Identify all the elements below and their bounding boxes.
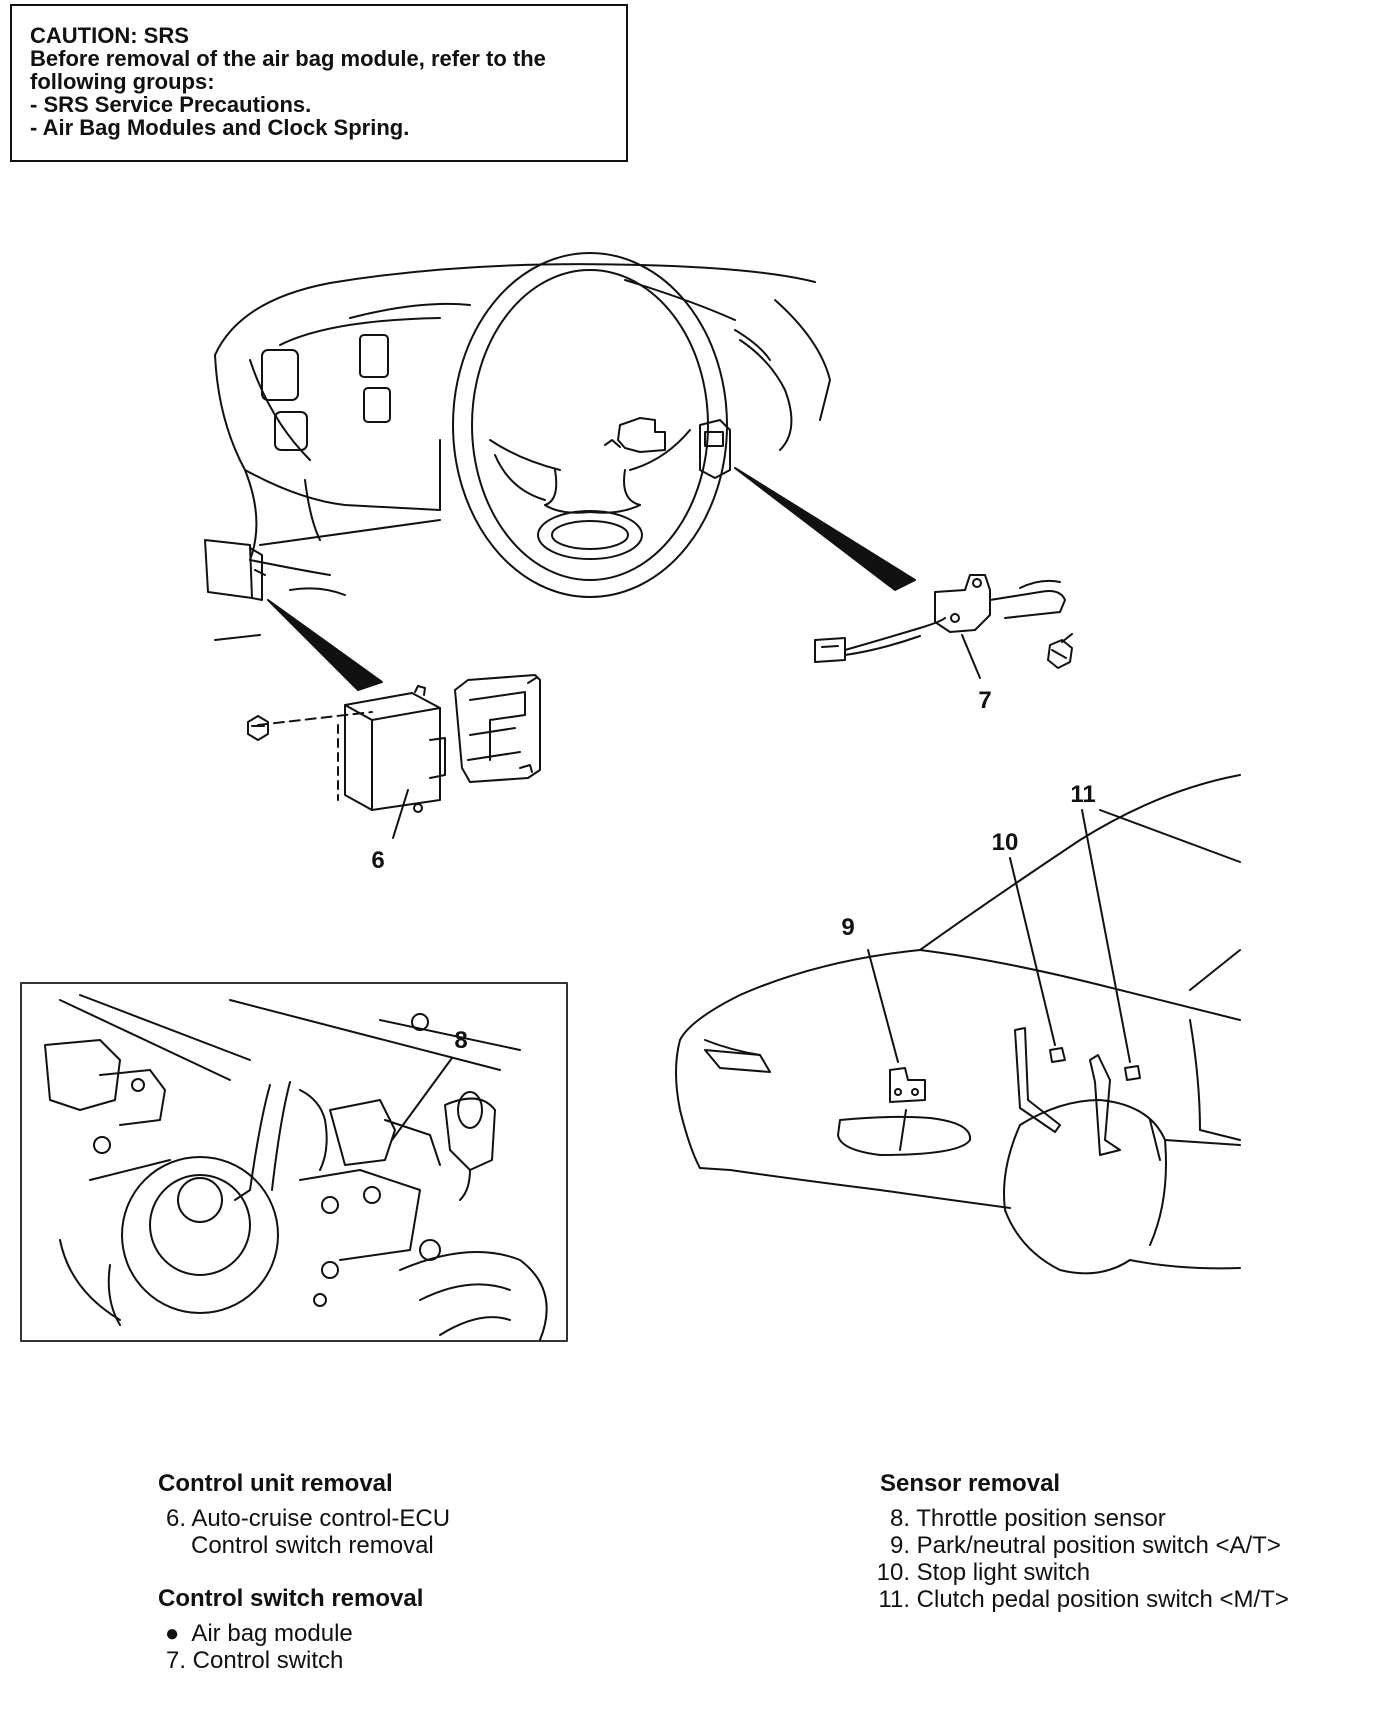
legend-item-9-text: Park/neutral position switch <A/T> [916, 1532, 1281, 1559]
caution-line-4: - Air Bag Modules and Clock Spring. [30, 115, 410, 140]
callout-6: 6 [371, 847, 384, 874]
car-front-illustration [675, 774, 1241, 1275]
legend-item-7-number: 7. [165, 1647, 186, 1674]
engine-bay-illustration [20, 982, 568, 1342]
caution-line-3: - SRS Service Precautions. [30, 92, 312, 117]
legend-bullet-item: ● Air bag module [158, 1620, 450, 1647]
legend-item-9: 9. Park/neutral position switch <A/T> [870, 1532, 1289, 1559]
callout-9: 9 [841, 914, 854, 941]
legend-item-6-text: Auto-cruise control-ECU [191, 1505, 451, 1532]
legend-item-10: 10. Stop light switch [870, 1559, 1289, 1586]
bullet-icon: ● [164, 1620, 186, 1647]
caution-box: CAUTION: SRS Before removal of the air b… [10, 4, 628, 162]
control-switch-illustration [814, 574, 1073, 679]
dashboard-illustration [204, 263, 831, 641]
legend-item-7: 7. Control switch [158, 1647, 450, 1674]
pointer-wedge-ecu [267, 599, 383, 691]
legend-heading-control-unit: Control unit removal [158, 1470, 393, 1497]
legend-item-6-subtext: Control switch removal [191, 1532, 434, 1559]
callout-10: 10 [992, 829, 1019, 856]
caution-title: CAUTION: SRS [30, 23, 189, 48]
legend-item-11-number: 11. [878, 1586, 910, 1613]
pointer-wedge-switch [734, 467, 916, 591]
callout-7: 7 [978, 687, 991, 714]
legend-item-8-text: Throttle position sensor [916, 1505, 1166, 1532]
legend-item-7-text: Control switch [192, 1647, 344, 1674]
legend-item-10-number: 10. [876, 1559, 910, 1586]
caution-line-2: following groups: [30, 69, 215, 94]
legend-item-10-text: Stop light switch [916, 1559, 1091, 1586]
legend-left: Control unit removal 6. Auto-cruise cont… [158, 1470, 450, 1674]
legend-bullet-text: Air bag module [191, 1620, 353, 1647]
steering-wheel-illustration [452, 252, 731, 598]
legend-item-6-number: 6. [165, 1505, 186, 1532]
legend-item-11-text: Clutch pedal position switch <M/T> [916, 1586, 1289, 1613]
legend-heading-control-switch: Control switch removal [158, 1585, 424, 1612]
legend-item-8: 8. Throttle position sensor [870, 1505, 1289, 1532]
legend-heading-sensor: Sensor removal [880, 1470, 1061, 1497]
legend-item-6: 6. Auto-cruise control-ECU [158, 1505, 450, 1532]
legend-right: Sensor removal 8. Throttle position sens… [877, 1470, 1289, 1613]
callout-11: 11 [1070, 781, 1095, 808]
callout-8: 8 [454, 1027, 467, 1054]
legend-item-9-number: 9. [889, 1532, 910, 1559]
ecu-illustration [247, 674, 541, 839]
legend-item-11: 11. Clutch pedal position switch <M/T> [870, 1586, 1289, 1613]
caution-line-1: Before removal of the air bag module, re… [30, 46, 546, 71]
legend-item-8-number: 8. [889, 1505, 910, 1532]
